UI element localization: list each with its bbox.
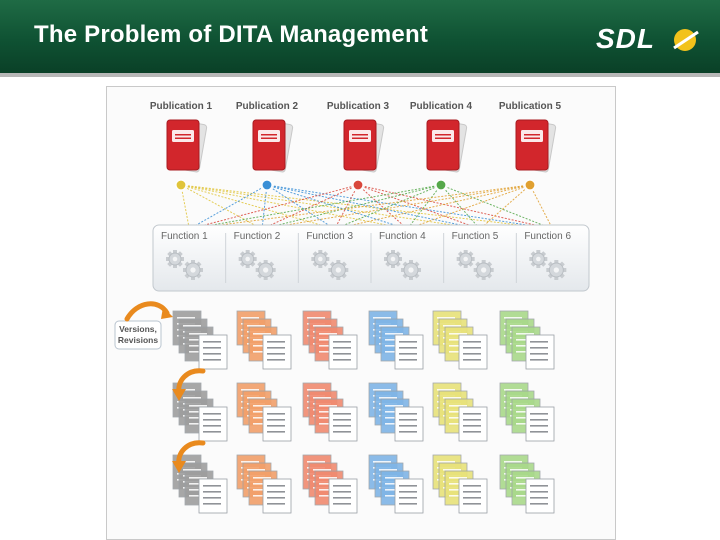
versions-label-line2: Revisions [118, 335, 158, 345]
slide-title: The Problem of DITA Management [34, 21, 429, 48]
topic-document-stack [499, 310, 555, 370]
topic-document-stack [499, 454, 555, 514]
connector-line [261, 184, 359, 230]
function-label: Function 5 [452, 231, 499, 242]
publication-binder [515, 119, 557, 173]
publication-connector-dot [435, 179, 447, 191]
connector-line [357, 184, 553, 230]
connector-line [189, 184, 268, 230]
header-divider [0, 73, 720, 77]
publication-connector-dot [261, 179, 273, 191]
versions-label-line1: Versions, [119, 324, 157, 334]
topic-document-stack [368, 310, 424, 370]
gear-icon [183, 260, 203, 280]
publication-binder [426, 119, 468, 173]
function-label: Function 3 [306, 231, 353, 242]
topic-document-stack [236, 454, 292, 514]
connector-line [180, 184, 263, 230]
publication-connector-dot [524, 179, 536, 191]
publication-label: Publication 2 [236, 101, 299, 112]
versions-label-box [114, 320, 162, 350]
connector-line [180, 184, 335, 230]
connector-line [440, 184, 481, 230]
gear-icon [546, 260, 567, 280]
topic-document-stack [432, 310, 488, 370]
gear-icon [473, 260, 494, 280]
publication-binder [252, 119, 294, 173]
topic-document-stack [302, 382, 358, 442]
connector-line [189, 184, 359, 230]
diagram-canvas: Publication 1 Publication 2 Publication 3 P… [114, 101, 590, 514]
connector-line [479, 184, 531, 230]
connector-line [529, 184, 554, 230]
connector-line [334, 184, 442, 230]
publication-binder [166, 119, 208, 173]
connector-line [180, 184, 481, 230]
connector-line [334, 184, 531, 230]
slide-header [0, 0, 720, 73]
connector-line [406, 184, 442, 230]
topic-document-stack [236, 382, 292, 442]
connector-line [266, 184, 335, 230]
publication-connector-dot [352, 179, 364, 191]
topic-document-stack [172, 382, 228, 442]
gear-icon [166, 250, 184, 268]
publication-label: Publication 4 [410, 101, 473, 112]
connector-line [261, 184, 442, 230]
connector-line [266, 184, 553, 230]
topic-document-stack [172, 310, 228, 370]
topic-document-stack [302, 454, 358, 514]
gear-icon [384, 250, 402, 268]
connector-line [261, 184, 531, 230]
gear-icon [238, 250, 257, 268]
topic-document-stack [432, 454, 488, 514]
connector-line [266, 184, 408, 230]
connector-line [357, 184, 408, 230]
function-label: Function 2 [234, 231, 281, 242]
connector-line [180, 184, 553, 230]
gear-icon [529, 250, 548, 268]
sdl-logo-text: SDL [596, 23, 655, 54]
publication-label: Publication 5 [499, 101, 562, 112]
function-label: Function 4 [379, 231, 426, 242]
topic-document-stack [368, 454, 424, 514]
function-label: Function 1 [161, 231, 208, 242]
publication-connector-dot [175, 179, 187, 191]
connector-line [180, 184, 190, 230]
function-label: Function 6 [524, 231, 571, 242]
sdl-logo: SDL [596, 23, 699, 54]
gear-icon [311, 250, 330, 268]
gear-icon [255, 260, 276, 280]
connector-line [189, 184, 442, 230]
revision-arrow-icon [124, 301, 170, 322]
publication-binder [343, 119, 385, 173]
topic-document-stack [368, 382, 424, 442]
topic-document-stack [172, 454, 228, 514]
connector-line [266, 184, 481, 230]
gear-icon [401, 260, 421, 280]
gear-icon [328, 260, 349, 280]
topic-document-stack [432, 382, 488, 442]
topic-document-stack [499, 382, 555, 442]
publication-label: Publication 1 [150, 101, 213, 112]
gear-icon [456, 250, 475, 268]
topic-document-stack [236, 310, 292, 370]
connector-line [189, 184, 531, 230]
connector-line [407, 184, 531, 230]
topic-document-stack [302, 310, 358, 370]
dita-diagram: Publication 1 Publication 2 Publication 3 P… [106, 86, 616, 540]
connector-line [440, 184, 553, 230]
connector-line [261, 184, 268, 230]
connector-line [357, 184, 481, 230]
publication-label: Publication 3 [327, 101, 390, 112]
connector-line [334, 184, 359, 230]
